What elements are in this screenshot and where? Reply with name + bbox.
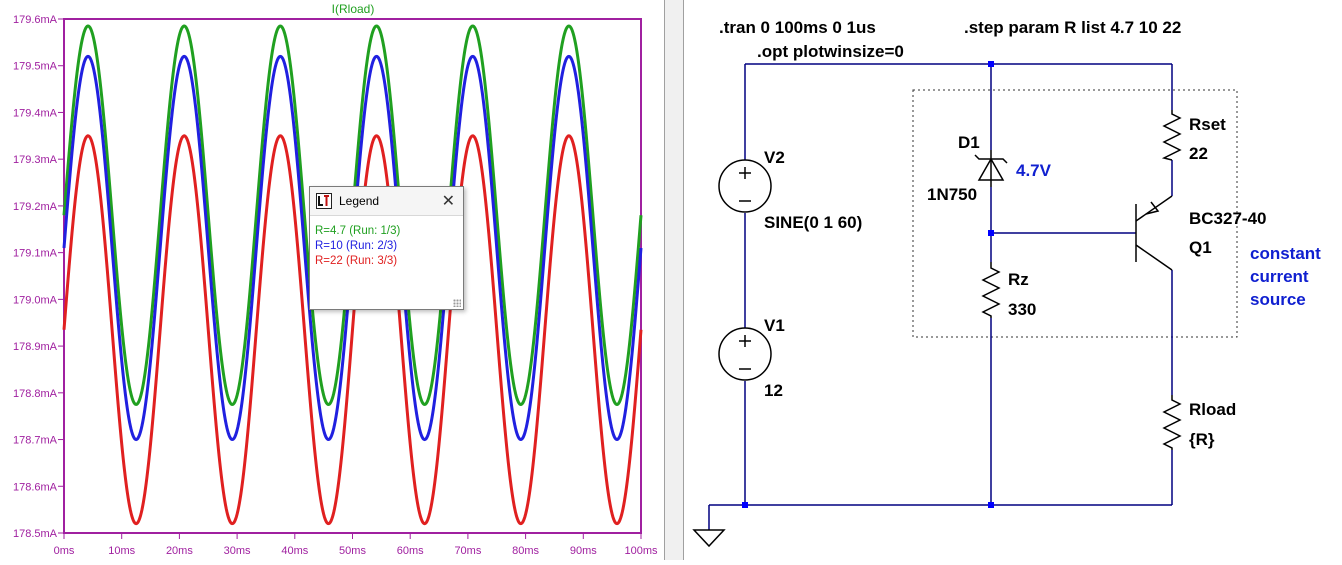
d1-voltage-label[interactable]: 4.7V [1016,161,1052,180]
x-tick-label: 20ms [166,545,193,557]
note-line-3[interactable]: source [1250,290,1306,309]
note-line-2[interactable]: current [1250,267,1309,286]
legend-window[interactable]: Legend ✕ R=4.7 (Run: 1/3) R=10 (Run: 2/3… [309,186,464,310]
transistor-q1[interactable] [1135,195,1173,271]
close-icon[interactable]: ✕ [441,193,455,210]
legend-titlebar[interactable]: Legend ✕ [310,187,463,216]
y-tick-label: 178.5mA [13,528,58,540]
x-axis[interactable]: 0ms 10ms 20ms 30ms 40ms 50ms 60ms 70ms 80ms 90ms 1… [54,533,658,557]
junctions [742,61,994,508]
trace-title[interactable]: I(Rload) [332,2,375,16]
x-tick-label: 80ms [512,545,539,557]
y-tick-label: 178.6mA [13,481,58,493]
rset-value[interactable]: 22 [1189,144,1208,163]
schematic-editor[interactable]: .tran 0 100ms 0 1us .step param R list 4… [684,0,1342,560]
zener-diode-d1[interactable] [974,150,1008,187]
y-axis[interactable]: 179.6mA 179.5mA 179.4mA 179.3mA 179.2mA 179.1… [13,14,64,540]
q1-name[interactable]: Q1 [1189,238,1212,257]
voltage-source-v2[interactable] [718,159,772,213]
pane-divider[interactable] [664,0,684,560]
y-tick-label: 178.8mA [13,388,58,400]
directive-tran[interactable]: .tran 0 100ms 0 1us [719,18,876,37]
x-tick-label: 0ms [54,545,75,557]
legend-entries: R=4.7 (Run: 1/3) R=10 (Run: 2/3) R=22 (R… [310,216,463,269]
y-tick-label: 179.2mA [13,201,58,213]
resize-grip-icon[interactable] [453,299,461,307]
v2-value[interactable]: SINE(0 1 60) [764,213,862,232]
voltage-source-v1[interactable] [718,327,772,381]
d1-name[interactable]: D1 [958,133,980,152]
legend-entry-run2[interactable]: R=10 (Run: 2/3) [315,240,398,252]
legend-title: Legend [339,194,380,208]
v1-value[interactable]: 12 [764,381,783,400]
x-tick-label: 100ms [624,545,658,557]
rz-value[interactable]: 330 [1008,300,1036,319]
x-tick-label: 30ms [224,545,251,557]
resistor-rset[interactable] [1161,110,1182,161]
resistor-rz[interactable] [981,262,1001,318]
ltspice-icon [316,193,332,209]
x-tick-label: 60ms [397,545,424,557]
x-tick-label: 70ms [454,545,481,557]
rload-value[interactable]: {R} [1189,430,1215,449]
y-tick-label: 179.1mA [13,248,58,260]
rload-name[interactable]: Rload [1189,400,1236,419]
legend-entry-run3[interactable]: R=22 (Run: 3/3) [315,255,398,267]
directive-opt[interactable]: .opt plotwinsize=0 [757,42,904,61]
ground-icon[interactable] [692,529,726,548]
v2-name[interactable]: V2 [764,148,785,167]
rset-name[interactable]: Rset [1189,115,1226,134]
directive-step[interactable]: .step param R list 4.7 10 22 [964,18,1181,37]
y-tick-label: 178.7mA [13,435,58,447]
note-line-1[interactable]: constant [1250,244,1321,263]
x-tick-label: 10ms [108,545,135,557]
x-tick-label: 90ms [570,545,597,557]
current-source-box [912,89,1238,338]
resistor-rload[interactable] [1162,395,1182,450]
y-tick-label: 179.4mA [13,107,58,119]
y-tick-label: 179.0mA [13,294,58,306]
y-tick-label: 179.6mA [13,14,58,26]
y-tick-label: 178.9mA [13,341,58,353]
x-tick-label: 50ms [339,545,366,557]
wires [708,63,1173,530]
y-tick-label: 179.3mA [13,154,58,166]
trace-run-3[interactable] [62,134,643,526]
v1-name[interactable]: V1 [764,316,785,335]
x-tick-label: 40ms [281,545,308,557]
rz-name[interactable]: Rz [1008,270,1029,289]
q1-model[interactable]: BC327-40 [1189,209,1267,228]
schematic-canvas[interactable]: .tran 0 100ms 0 1us .step param R list 4… [684,0,1342,560]
y-tick-label: 179.5mA [13,61,58,73]
legend-entry-run1[interactable]: R=4.7 (Run: 1/3) [315,225,401,237]
d1-model[interactable]: 1N750 [927,185,977,204]
